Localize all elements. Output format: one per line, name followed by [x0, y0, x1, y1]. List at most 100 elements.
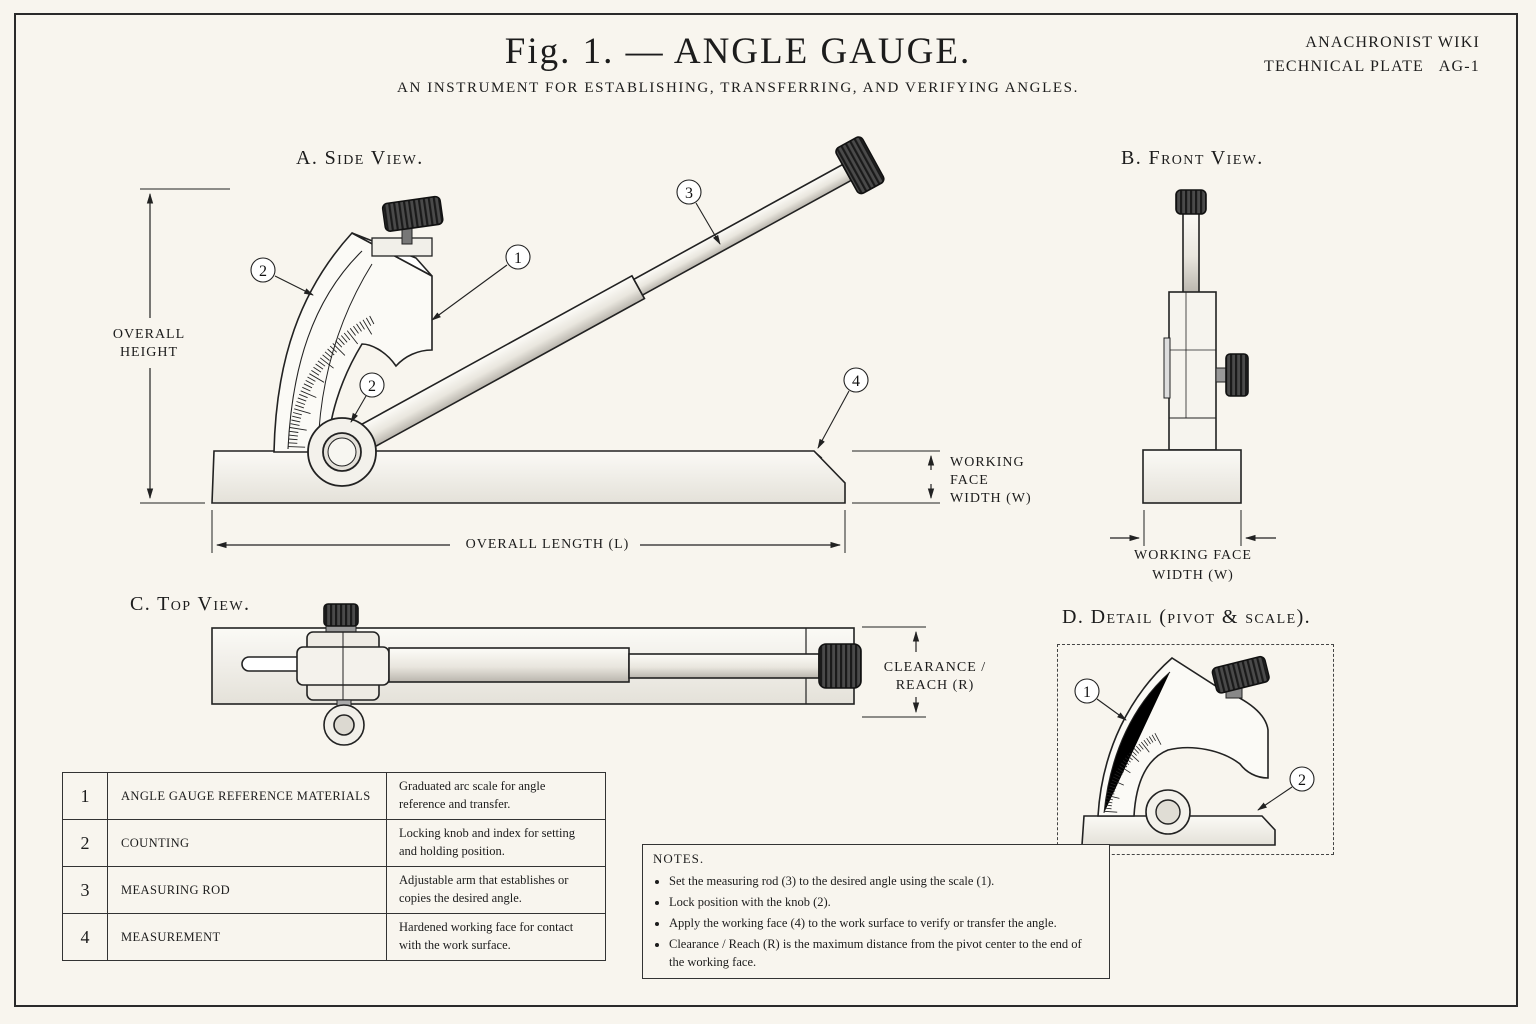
scale-tick: [1148, 736, 1154, 743]
scale-tick: [289, 427, 307, 431]
publisher-name: ANACHRONIST WIKI: [1305, 34, 1480, 51]
scale-tick: [1151, 734, 1156, 742]
scale-tick: [340, 335, 348, 343]
scale-tick: [1122, 760, 1130, 765]
scale-tick: [302, 386, 311, 392]
note-item: Clearance / Reach (R) is the maximum dis…: [669, 935, 1099, 971]
scale-tick: [359, 321, 365, 330]
scale-tick: [1140, 741, 1150, 753]
side-view: [140, 136, 940, 553]
scale-tick: [317, 360, 326, 367]
notes-heading: NOTES.: [653, 851, 705, 866]
scale-tick: [303, 383, 313, 389]
detail-frame: [1057, 644, 1334, 855]
callout-label: 1: [1083, 684, 1091, 701]
arc-scale-ticks: [288, 315, 375, 448]
scale-tick: [1129, 752, 1140, 762]
notes-list: Set the measuring rod (3) to the desired…: [653, 872, 1099, 971]
plate-border: [14, 13, 1518, 1007]
scale-tick: [338, 337, 345, 346]
figure-subtitle: AN INSTRUMENT FOR ESTABLISHING, TRANSFER…: [397, 80, 1079, 96]
callout-2-pivot: [359, 372, 385, 398]
scale-tick: [309, 373, 325, 383]
scale-tick: [362, 319, 373, 335]
scale-tick: [1104, 807, 1112, 810]
scale-tick: [1114, 773, 1121, 778]
scale-tick: [1105, 798, 1113, 801]
scale-tick: [1154, 733, 1162, 745]
part-description: Adjustable arm that establishes or copie…: [386, 866, 606, 914]
part-number: 2: [62, 819, 108, 867]
note-item: Set the measuring rod (3) to the desired…: [669, 872, 1099, 890]
scale-tick: [311, 370, 320, 376]
callout-2-detail: [1289, 766, 1315, 792]
scale-tick: [1115, 770, 1123, 776]
part-name: Counting: [107, 819, 387, 867]
figure-title: Fig. 1. — ANGLE GAUGE.: [504, 31, 972, 72]
scale-tick: [313, 366, 322, 373]
note-item: Apply the working face (4) to the work s…: [669, 914, 1099, 932]
scale-tick: [356, 323, 362, 332]
scale-tick: [369, 315, 375, 325]
table-row: 2 Counting Locking knob and index for se…: [62, 819, 606, 867]
front-view: [1110, 189, 1276, 548]
callout-4-face: [843, 367, 869, 393]
scale-tick: [295, 404, 305, 409]
scale-tick: [288, 442, 298, 444]
part-description: Graduated arc scale for angle reference …: [386, 772, 606, 820]
scale-tick: [307, 376, 316, 382]
scale-tick: [1105, 801, 1113, 804]
scale-tick: [288, 446, 306, 448]
part-name: Angle gauge reference materials: [107, 772, 387, 820]
scale-tick: [296, 401, 306, 405]
scale-tick: [1131, 750, 1137, 756]
callout-label: 2: [259, 263, 267, 280]
top-view-title: C. Top View.: [130, 593, 251, 615]
part-name: Measuring rod: [107, 866, 387, 914]
scale-tick: [1107, 791, 1115, 795]
scale-tick: [319, 357, 334, 369]
top-view: [211, 603, 926, 746]
part-number: 3: [62, 866, 108, 914]
scale-tick: [332, 343, 346, 356]
scale-tick: [291, 419, 301, 423]
scale-tick: [1111, 779, 1124, 786]
scale-tick: [1106, 794, 1120, 799]
detail-callouts: [1074, 678, 1315, 811]
callout-label: 2: [1298, 772, 1306, 789]
scale-tick: [1117, 768, 1125, 773]
overall-length-label: OVERALL LENGTH (L): [455, 536, 640, 554]
parts-table: 1 Angle gauge reference materials Gradua…: [62, 772, 606, 961]
scale-tick: [322, 354, 330, 361]
table-row: 3 Measuring rod Adjustable arm that esta…: [62, 866, 606, 914]
part-number: 4: [62, 913, 108, 961]
scale-tick: [1104, 804, 1112, 807]
scale-tick: [305, 380, 314, 385]
callout-2-arc: [250, 257, 276, 283]
table-row: 4 Measurement Hardened working face for …: [62, 913, 606, 961]
scale-tick: [294, 408, 311, 415]
scale-tick: [353, 325, 359, 334]
detail-scale-ticks: [1104, 733, 1162, 813]
callout-1-detail: [1074, 678, 1100, 704]
side-view-title: A. Side View.: [296, 147, 424, 169]
scale-tick: [290, 423, 300, 426]
plate-id: ANACHRONIST WIKI TECHNICAL PLATE AG-1: [1264, 31, 1480, 79]
scale-tick: [343, 332, 351, 341]
scale-tick: [1110, 782, 1118, 786]
scale-tick: [365, 317, 372, 326]
callout-3-rod: [676, 179, 702, 205]
scale-tick: [299, 393, 308, 399]
callout-label: 1: [514, 250, 522, 267]
scale-tick: [324, 351, 333, 359]
scale-tick: [315, 363, 324, 370]
table-row: 1 Angle gauge reference materials Gradua…: [62, 772, 606, 820]
front-view-title: B. Front View.: [1121, 147, 1264, 169]
part-name: Measurement: [107, 913, 387, 961]
scale-tick: [327, 348, 335, 356]
scale-tick: [335, 340, 343, 348]
overall-height-label: OVERALL HEIGHT: [112, 326, 186, 362]
detail-view-title: D. Detail (pivot & scale).: [1062, 606, 1312, 628]
side-callouts: [250, 179, 869, 449]
scale-tick: [292, 412, 302, 416]
